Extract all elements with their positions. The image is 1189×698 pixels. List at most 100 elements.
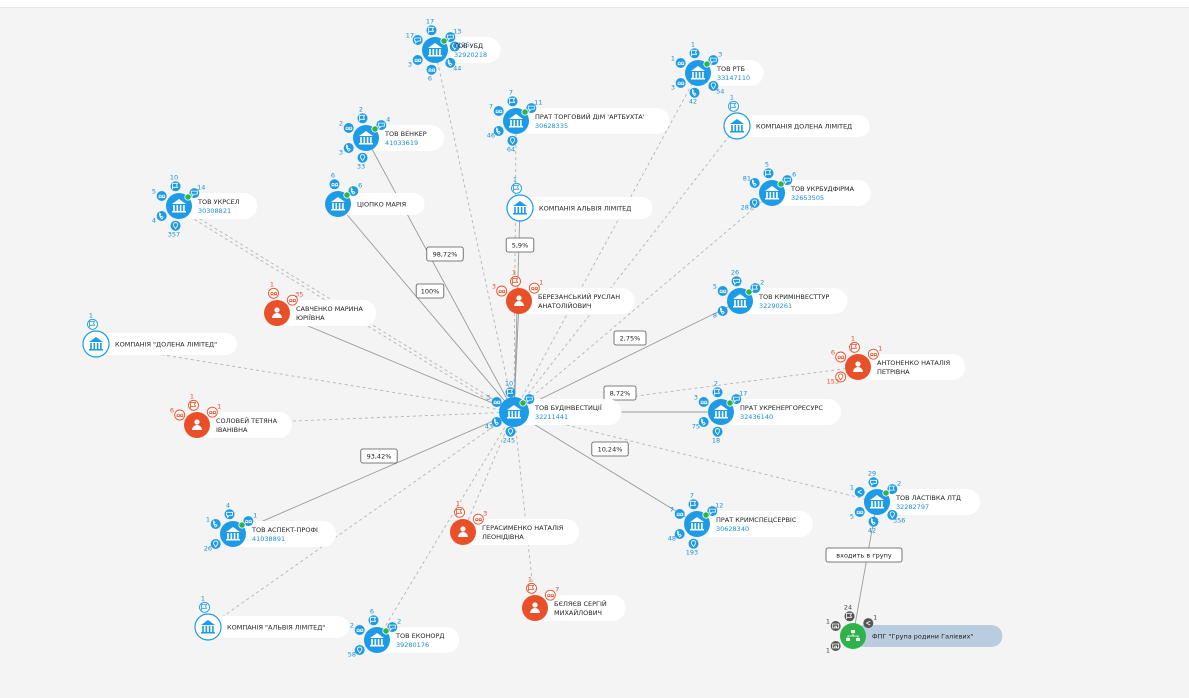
satellite-flag-icon[interactable]: 1 [87, 311, 98, 330]
satellite-pin-icon[interactable]: 356 [887, 509, 905, 525]
satellite-flag-icon[interactable]: 1 [188, 392, 199, 411]
satellite-pin-icon[interactable]: 287 [741, 198, 760, 212]
satellite-users-icon[interactable]: 5 [487, 394, 502, 408]
satellite-share-icon[interactable]: 1 [850, 484, 865, 498]
satellite-chat-icon[interactable]: 17 [731, 389, 747, 405]
satellite-chat-icon[interactable]: 6 [782, 170, 796, 186]
edge-savch-center[interactable] [276, 312, 515, 413]
satellite-phone-icon[interactable]: 4 [152, 211, 167, 225]
satellite-pin-icon[interactable]: 125 [449, 41, 470, 52]
satellite-phone-icon[interactable]: 46 [487, 126, 504, 140]
satellite-chat-icon[interactable]: 26 [731, 268, 742, 287]
satellite-users-icon[interactable]: 6 [329, 171, 340, 190]
edge-center-ekonord[interactable] [376, 411, 515, 641]
edge-solov-center[interactable] [196, 409, 515, 426]
satellite-pin-icon[interactable]: 58 [348, 645, 365, 659]
satellite-flag-icon[interactable]: 2 [712, 379, 723, 398]
satellite-phone-icon[interactable]: 43 [485, 417, 502, 431]
edge-rtb-center[interactable] [513, 72, 699, 413]
satellite-users-icon[interactable]: 1 [268, 280, 279, 299]
node-circle[interactable] [723, 112, 751, 140]
node-circle[interactable] [194, 613, 222, 641]
satellite-chat-icon[interactable] [524, 394, 535, 405]
satellite-users-icon[interactable]: 3 [671, 78, 686, 92]
satellite-phone-icon[interactable]: 6 [348, 181, 362, 197]
satellite-chat-icon[interactable]: 14 [189, 183, 205, 199]
satellite-users-icon[interactable]: 5 [850, 507, 865, 521]
satellite-users-icon[interactable]: 6 [831, 349, 847, 363]
satellite-flag-icon[interactable]: 17 [426, 17, 437, 36]
satellite-chat-icon[interactable]: 3 [708, 50, 722, 66]
satellite-phone-icon[interactable]: 1 [206, 516, 221, 530]
satellite-flag-icon[interactable]: 2 [887, 479, 901, 495]
edge-ubd-center[interactable] [434, 49, 516, 413]
satellite-users-icon[interactable]: 3 [472, 509, 487, 525]
satellite-flag-icon[interactable]: 1 [689, 40, 700, 59]
satellite-pin-icon[interactable]: 153 [827, 371, 847, 386]
satellite-phone-icon[interactable]: 8 [713, 306, 728, 320]
satellite-phone-icon[interactable]: 75 [692, 417, 709, 431]
satellite-flag-icon[interactable]: 1 [728, 93, 739, 112]
edge-center-geras[interactable] [462, 411, 515, 533]
satellite-flag-icon[interactable]: 10 [170, 173, 181, 192]
satellite-users-icon[interactable]: 6 [426, 64, 437, 83]
satellite-pin-icon[interactable]: 193 [686, 538, 699, 557]
satellite-pin-icon[interactable]: 357 [168, 220, 181, 239]
satellite-flag-icon[interactable]: 6 [368, 607, 379, 626]
satellite-pin-icon[interactable]: 54 [708, 80, 724, 96]
edge-dolena-center[interactable] [513, 125, 738, 413]
satellite-users-icon[interactable]: 5 [713, 283, 728, 297]
satellite-chat-icon[interactable]: 13 [445, 27, 461, 43]
satellite-phone-icon[interactable]: 42 [868, 516, 879, 535]
edge-artbukhta-center[interactable] [511, 120, 517, 413]
edge-dolena2-center[interactable] [95, 343, 515, 414]
satellite-phone-icon[interactable]: 44 [445, 57, 461, 73]
satellite-users-icon[interactable]: 1 [243, 511, 257, 527]
edge-center-belyaev[interactable] [513, 411, 538, 609]
edge-center-krymspets[interactable] [513, 411, 698, 525]
satellite-flag-icon[interactable]: 5 [763, 160, 774, 179]
satellite-flag-icon[interactable]: 2 [357, 105, 368, 124]
satellite-pin-icon[interactable]: 33 [357, 152, 368, 171]
satellite-flag-icon[interactable]: 1 [510, 268, 521, 287]
node-circle[interactable] [82, 330, 110, 358]
satellite-users-icon[interactable]: 6 [170, 407, 186, 421]
satellite-share-icon[interactable]: 1 [863, 613, 877, 629]
satellite-chat-icon[interactable]: 11 [526, 98, 542, 114]
satellite-flag-icon[interactable]: 24 [844, 603, 855, 622]
satellite-flag-icon[interactable]: 1 [849, 334, 860, 353]
satellite-chat-icon[interactable]: 17 [406, 32, 423, 46]
satellite-phone-icon[interactable]: 81 [743, 175, 760, 189]
satellite-phone-icon[interactable]: 3 [339, 143, 354, 157]
satellite-flag-icon[interactable]: 1 [199, 594, 210, 613]
satellite-flag-icon[interactable]: 7 [507, 88, 518, 107]
edge-center-alvia2[interactable] [207, 411, 515, 628]
satellite-cam-icon[interactable]: 1 [826, 618, 841, 632]
satellite-users-icon[interactable]: 1 [528, 278, 543, 294]
edge-ukrbud-center[interactable] [513, 192, 773, 413]
node-circle[interactable] [506, 194, 534, 222]
satellite-flag-icon[interactable]: 1 [511, 175, 522, 194]
satellite-users-icon[interactable]: 1 [867, 344, 882, 360]
satellite-users-icon[interactable]: 7 [544, 585, 559, 601]
